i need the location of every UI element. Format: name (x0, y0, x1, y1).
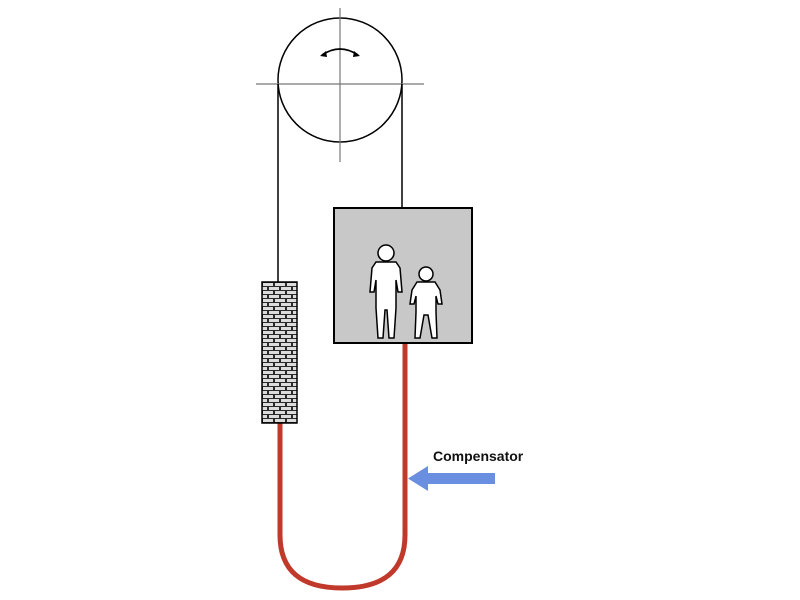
adult-person-icon (369, 244, 403, 339)
counterweight (261, 281, 298, 424)
compensator-label: Compensator (433, 448, 524, 464)
pulley (256, 8, 424, 162)
child-person-icon (409, 266, 443, 339)
elevator-car (333, 207, 473, 344)
rotation-arrow-icon (320, 48, 360, 57)
compensator-chain (277, 343, 408, 591)
compensator-arrow-icon (408, 466, 495, 491)
